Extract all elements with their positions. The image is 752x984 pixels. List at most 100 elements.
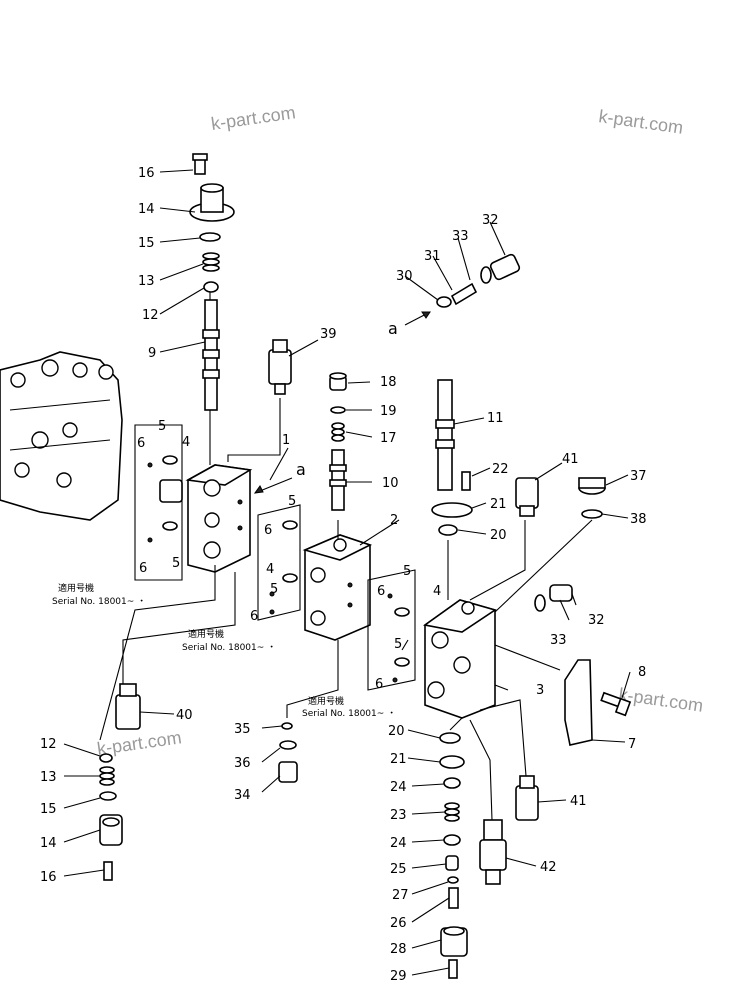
callout-label: 6 [264, 523, 272, 538]
plug-part-37 [578, 477, 606, 495]
callout-label: 41 [570, 794, 587, 809]
callout-label: 16 [138, 166, 155, 181]
callout-label: 10 [382, 476, 399, 491]
ring-part-27 [447, 876, 459, 884]
relief-assembly-top [436, 253, 521, 308]
plug-part-18 [329, 372, 347, 391]
connector-line [469, 520, 526, 601]
valve-part-39 [268, 339, 292, 395]
callout-label: 9 [148, 346, 156, 361]
callout-label: 21 [490, 497, 507, 512]
connector-line [449, 717, 463, 731]
spring-part-23 [444, 802, 460, 822]
oring-part-19 [330, 406, 346, 414]
callout-label: 14 [40, 836, 57, 851]
view-arrow-head [253, 485, 264, 494]
control-valve-assembly-overview [0, 351, 123, 521]
callout-label: 33 [452, 229, 469, 244]
callout-label: 8 [638, 665, 646, 680]
valve-part-40 [115, 683, 141, 730]
callout-label: 6 [375, 677, 383, 692]
callout-label: 11 [487, 411, 504, 426]
relief-plug-part-32-side [549, 584, 573, 602]
callout-label: 39 [320, 327, 337, 342]
callout-label: 20 [490, 528, 507, 543]
sleeve-part-25 [445, 855, 459, 871]
view-marker-a: a [296, 460, 306, 479]
callout-label: 4 [266, 562, 274, 577]
oring-part-33-side [534, 594, 546, 612]
valve-section-part-1 [185, 464, 253, 573]
callout-label: 33 [550, 633, 567, 648]
connector-line [479, 699, 527, 777]
callout-label: 41 [562, 452, 579, 467]
bolt-part-8 [600, 691, 632, 717]
callout-label: 14 [138, 202, 155, 217]
watermark: k-part.com [617, 684, 704, 716]
gasket-plate-left [134, 424, 183, 581]
seal-part-20-bottom [439, 732, 461, 744]
flange-part-21-top [431, 502, 473, 518]
callout-label: 23 [390, 808, 407, 823]
connector-line [99, 565, 216, 741]
seal-part-20-top [438, 524, 458, 536]
callout-label: 26 [390, 916, 407, 931]
callout-label: 35 [234, 722, 251, 737]
callout-label: 15 [40, 802, 57, 817]
serial-note-label: 適用号機 [308, 695, 344, 707]
callout-label: 5 [270, 582, 278, 597]
screw-part-26 [448, 887, 459, 909]
callout-label: 12 [142, 308, 159, 323]
bolt-part-16-top [192, 153, 208, 175]
spool-part-11 [435, 379, 455, 491]
spool-part-9 [202, 299, 220, 411]
gasket-plate-middle [257, 504, 301, 621]
oring-part-38 [581, 509, 603, 519]
serial-note-value: Serial No. 18001~ ・ [52, 597, 146, 607]
callout-label: 34 [234, 788, 251, 803]
callout-label: 27 [392, 888, 409, 903]
retainer-part-24-b [443, 834, 461, 846]
serial-note-value: Serial No. 18001~ ・ [302, 709, 396, 719]
serial-note-value: Serial No. 18001~ ・ [182, 643, 276, 653]
cap-part-14-top [189, 183, 235, 222]
oring-part-15-top [199, 232, 221, 242]
callout-label: 3 [536, 683, 544, 698]
callout-label: 17 [380, 431, 397, 446]
callout-label: 13 [138, 274, 155, 289]
callout-label: 37 [630, 469, 647, 484]
retainer-part-24-a [443, 777, 461, 789]
connector-line [494, 519, 593, 613]
callout-label: 25 [390, 862, 407, 877]
callout-label: 6 [377, 584, 385, 599]
plug-part-34 [278, 761, 298, 783]
callout-label: 36 [234, 756, 251, 771]
callout-label: 32 [588, 613, 605, 628]
connector-line [469, 719, 493, 821]
callout-label: 22 [492, 462, 509, 477]
callout-label: 24 [390, 780, 407, 795]
leader-lines [63, 169, 631, 976]
valve-section-part-2 [302, 534, 373, 641]
serial-note-label: 適用号機 [188, 628, 224, 640]
oring-part-15-bottom [99, 791, 117, 801]
callout-label: 40 [176, 708, 193, 723]
callout-label: 4 [182, 435, 190, 450]
callout-label: 28 [390, 942, 407, 957]
cap-part-28 [440, 926, 468, 957]
callout-label: 5 [172, 556, 180, 571]
valve-part-41-top [515, 477, 539, 517]
callout-label: 2 [390, 513, 398, 528]
spring-part-17 [331, 422, 345, 442]
watermark: k-part.com [210, 102, 297, 134]
callout-label: 5 [403, 564, 411, 579]
ball-part-35 [281, 722, 293, 730]
callout-label: 5 [394, 637, 402, 652]
bolt-part-29 [448, 959, 458, 979]
callout-label: 1 [282, 433, 290, 448]
callout-label: 16 [40, 870, 57, 885]
callout-label: 6 [250, 609, 258, 624]
valve-part-42 [479, 819, 507, 885]
